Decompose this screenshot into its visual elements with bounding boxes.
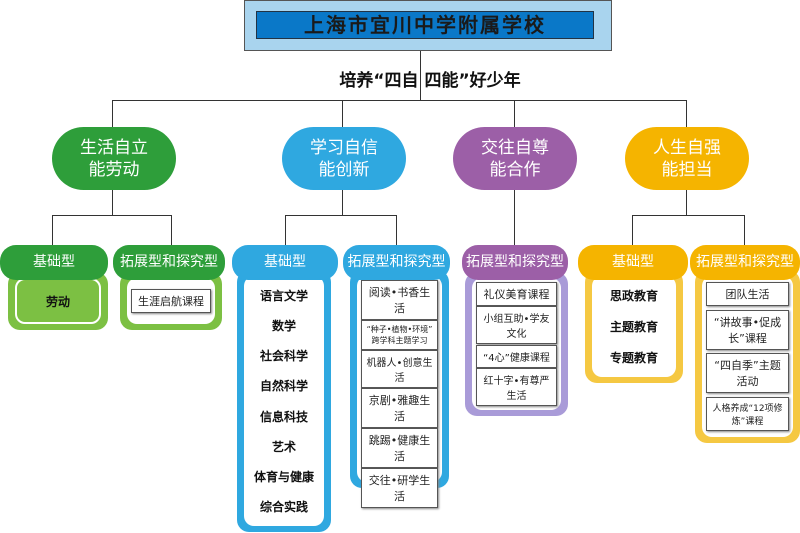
course-item: 综合实践 [259,500,308,515]
connector [744,215,745,245]
course-item: “四自季”主题活动 [706,353,789,394]
connector [285,215,286,245]
school-title-box: 上海市宜川中学附属学校 [244,0,612,51]
course-item: 小组互助•学友文化 [476,306,557,345]
pillar-2: 学习自信 能创新 [282,127,406,190]
connector [420,50,421,100]
connector [52,215,172,216]
connector [632,215,745,216]
pillar-4: 人生自强 能担当 [625,127,749,190]
purple-ext-panel: 礼仪美育课程 小组互助•学友文化 “4心”健康课程 红十字•有尊严生活 [465,272,568,416]
connector [112,100,113,127]
connector [342,100,343,127]
course-item: 生涯启航课程 [131,289,211,313]
connector [171,215,172,245]
pillar-3: 交往自尊 能合作 [453,127,577,190]
course-item: 专题教育 [609,351,658,365]
orange-ext-panel: 团队生活 “讲故事•促成长”课程 “四自季”主题活动 人格养成“12项修炼”课程 [695,270,800,443]
course-item: 数学 [271,318,296,333]
pillar-1: 生活自立 能劳动 [52,127,176,190]
course-item: 跳踢•健康生活 [361,428,438,468]
course-item: 自然科学 [259,379,308,394]
course-item: 信息科技 [259,409,308,424]
course-item: “4心”健康课程 [476,344,557,368]
green-basic-panel: 劳动 [8,272,108,330]
slogan: 培养“四自 四能”好少年 [339,71,521,91]
course-item: 语言文学 [259,288,308,303]
course-item: 礼仪美育课程 [476,282,557,307]
course-item: 机器人•创意生活 [361,350,438,388]
orange-ext-header: 拓展型和探究型 [690,245,800,280]
purple-ext-header: 拓展型和探究型 [462,245,568,280]
blue-ext-panel: 阅读•书香生活 “种子•植物•环境” 跨学科主题学习 机器人•创意生活 京剧•雅… [350,270,449,508]
connector [686,100,687,127]
connector [514,100,515,127]
course-item: 主题教育 [609,320,658,334]
course-item: 思政教育 [609,289,658,303]
course-item: 阅读•书香生活 [361,280,438,320]
school-title: 上海市宜川中学附属学校 [256,11,594,39]
connector [285,215,397,216]
blue-basic-panel: 语言文学 数学 社会科学 自然科学 信息科技 艺术 体育与健康 综合实践 [237,270,331,532]
blue-basic-header: 基础型 [232,245,338,280]
course-item: 艺术 [271,439,296,454]
course-item: “种子•植物•环境” 跨学科主题学习 [361,320,438,350]
green-ext-header: 拓展型和探究型 [113,245,225,280]
course-item: 体育与健康 [253,470,314,485]
course-item: 团队生活 [706,281,789,306]
connector [112,100,687,101]
blue-ext-header: 拓展型和探究型 [343,245,450,280]
connector [632,215,633,245]
connector [342,190,343,215]
course-item: 劳动 [45,294,70,309]
green-basic-header: 基础型 [0,245,108,280]
connector [514,190,515,245]
orange-basic-panel: 思政教育 主题教育 专题教育 [585,270,683,383]
orange-basic-header: 基础型 [578,245,688,280]
green-ext-panel: 生涯启航课程 [120,272,222,330]
course-item: 人格养成“12项修炼”课程 [706,397,789,432]
course-item: 社会科学 [259,349,308,364]
connector [686,190,687,215]
course-item: 京剧•雅趣生活 [361,388,438,428]
connector [52,215,53,245]
course-item: 交往•研学生活 [361,468,438,508]
connector [396,215,397,245]
course-item: “讲故事•促成长”课程 [706,309,789,350]
connector [112,190,113,215]
course-item: 红十字•有尊严生活 [476,367,557,406]
